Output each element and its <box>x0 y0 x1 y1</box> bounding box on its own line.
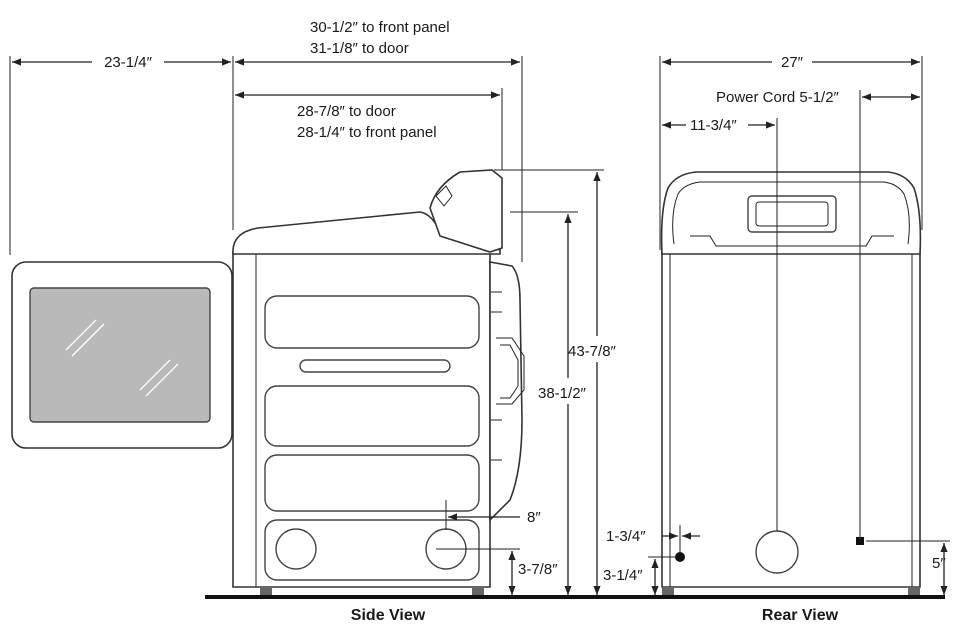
side-view-caption: Side View <box>351 607 426 624</box>
height-top-label: 38-1/2″ <box>538 385 587 402</box>
height-total-label: 43-7/8″ <box>568 343 617 360</box>
side-view-dimensions: 23-1/4″ 30-1/2″ to front panel 31-1/8″ t… <box>9 19 617 595</box>
depth-door-label: 28-7/8″ to door <box>297 103 396 120</box>
depth-front-panel-top-label: 30-1/2″ to front panel <box>310 19 450 36</box>
side-view-drawing <box>11 169 525 595</box>
washer-side-body <box>232 169 525 595</box>
power-cord-label: Power Cord 5-1/2″ <box>716 89 840 106</box>
depth-front-panel-label: 28-1/4″ to front panel <box>297 124 437 141</box>
rear-width-label: 27″ <box>781 54 804 71</box>
drain-height-label: 3-7/8″ <box>518 561 558 578</box>
inlet-height-label: 3-1/4″ <box>603 567 643 584</box>
center-offset-label: 11-3/4″ <box>690 117 737 134</box>
rear-view-dimensions: 27″ Power Cord 5-1/2″ 11-3/4″ 1-3/4″ 3-1… <box>603 54 950 595</box>
door-open-depth-label: 23-1/4″ <box>104 54 153 71</box>
cord-height-label: 5″ <box>932 555 946 572</box>
rear-view-drawing <box>660 171 922 595</box>
inlet-offset-label: 1-3/4″ <box>606 528 646 545</box>
depth-door-top-label: 31-1/8″ to door <box>310 40 409 57</box>
open-door <box>11 261 233 449</box>
rear-view-caption: Rear View <box>762 607 839 624</box>
drain-offset-label: 8″ <box>527 509 541 526</box>
